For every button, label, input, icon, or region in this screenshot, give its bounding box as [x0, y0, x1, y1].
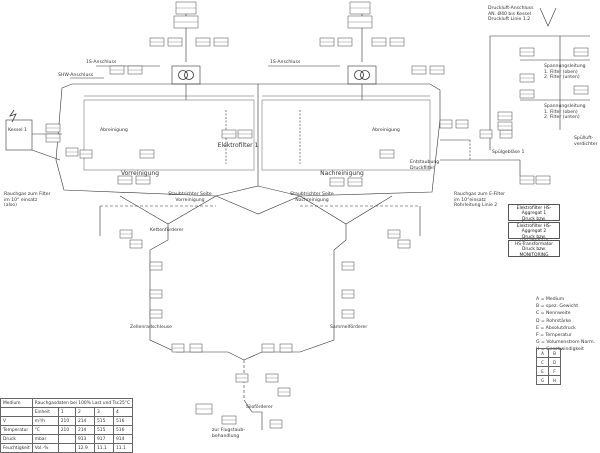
- purge-air-label: Spülluft- verdichter: [574, 136, 598, 147]
- filter-supply-label-mid: Spannungsleitung 1. Filter (oben) 2. Fil…: [544, 104, 586, 121]
- discharge-label: zur Flugstaub- behandlung: [212, 428, 245, 439]
- shw-anschluss-label: SHW-Anschluss: [58, 73, 94, 78]
- purge-blower-label: Spülgebläse 1: [492, 150, 525, 155]
- chain-conveyor-label: Kettenförderer: [150, 228, 184, 233]
- dust-hopper-right-label: Staubtrichter Seite Nachreinigung: [290, 192, 334, 203]
- legend-box-hs1: Elektrofilter HS-Aggregat 1 Druck bzw. A…: [508, 204, 560, 227]
- dust-hopper-left-label: Staubtrichter Seite Vorreinigung: [168, 192, 212, 203]
- pre-cleaning-label: Vorreinigung: [120, 170, 160, 177]
- rotary-valve-label: Zellenradschleuse: [130, 325, 172, 330]
- flue-gas-data-table: Medium Rauchgasdaten bei 100% Last und T…: [0, 398, 134, 453]
- ts-anschluss-right-label: 1S-Anschluss: [270, 60, 301, 65]
- boiler-label: Kessel 1: [8, 128, 27, 133]
- conveyor-right-branch: [243, 224, 347, 361]
- flue-gas-left-note: Rauchgas zum Filter im 10° einsatz (also…: [4, 192, 51, 209]
- boiler-box: [5, 119, 33, 151]
- rapping-right-label: Abreinigung: [372, 128, 400, 133]
- legend-box-transformer: HS-Transformator Druck bzw. MONITORING: [508, 240, 560, 258]
- filter-compartment-left: [83, 99, 255, 171]
- flue-gas-table-title: Rauchgasdaten bei 100% Last und Tsc25°C: [31, 398, 134, 408]
- silo-conveyor-label: Siloförderer: [246, 405, 273, 410]
- variable-key-list: A = Medium B = spez. Gewicht C = Nennwei…: [536, 297, 596, 353]
- filter-housing: [55, 83, 441, 197]
- trafo-right-icon: [354, 70, 364, 80]
- compressed-air-label: Druckluft-Anschluss AN. Ø40 bis Kessel D…: [488, 6, 534, 23]
- electrostatic-filter-label: Elektrofilter 1: [217, 142, 259, 149]
- filter-compartment-right: [261, 99, 431, 171]
- trafo-right-icon-2: [360, 70, 370, 80]
- rapping-left-label: Abreinigung: [100, 128, 128, 133]
- conveyor-left-branch: [149, 224, 245, 361]
- collecting-conveyor-label: Sammelförderer: [330, 325, 368, 330]
- filter-supply-label-top: Spannungsleitung 1. Filter (oben) 2. Fil…: [544, 64, 586, 81]
- flue-gas-right-note: Rauchgas zum E-Filter im 10°einsatz Rohr…: [454, 192, 506, 209]
- hopper-mid: [215, 195, 301, 215]
- legend-box-hs2: Elektrofilter HS-Aggregat 2 Druck bzw. M…: [508, 222, 560, 245]
- trafo-left-icon: [178, 70, 188, 80]
- ts-anschluss-left-label: 1S-Anschluss: [86, 60, 117, 65]
- post-cleaning-label: Nachreinigung: [320, 170, 364, 177]
- dedusting-label: Entstaubung Druckfilter: [410, 160, 440, 171]
- trafo-left-icon-2: [184, 70, 194, 80]
